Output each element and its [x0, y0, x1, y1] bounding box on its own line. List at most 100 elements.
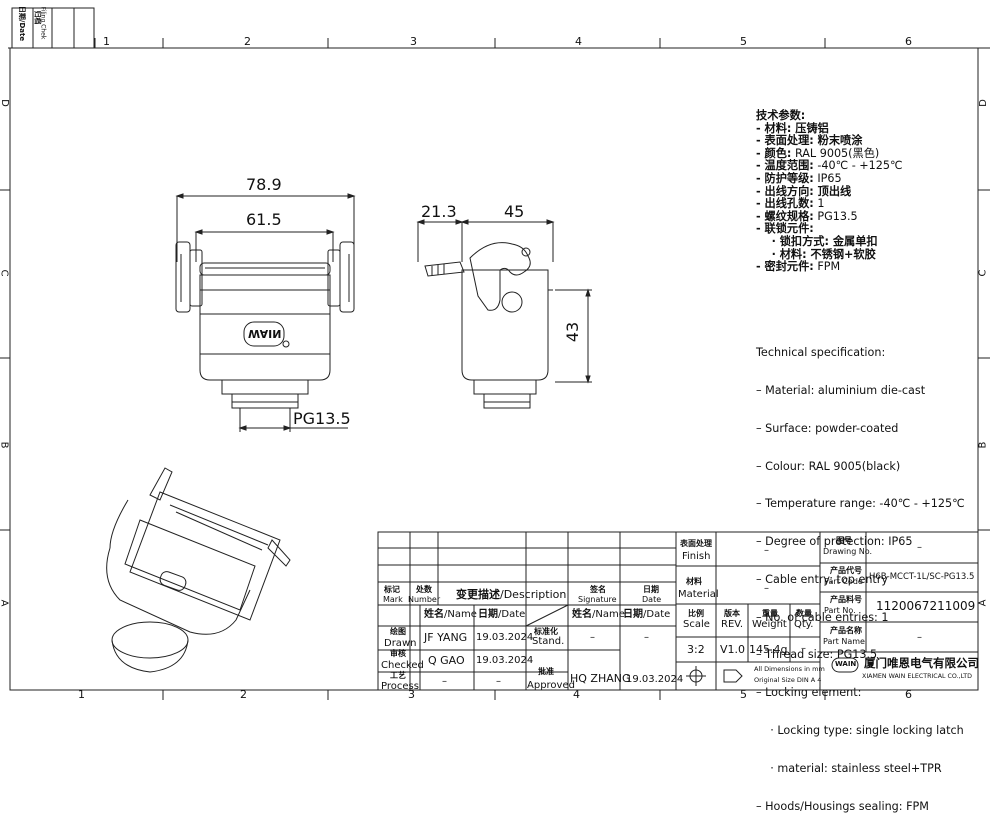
tb-material-value: – [764, 583, 769, 594]
tb-approved-date: 19.03.2024 [626, 674, 684, 685]
spec-en-row: Technical specification: [756, 346, 886, 360]
tb-company-cn: 厦门唯恩电气有限公司 [864, 656, 979, 670]
col-label-2: 2 [244, 35, 251, 48]
tb-drawn-en: Drawn [384, 638, 417, 649]
col-label-2-bottom: 2 [240, 688, 247, 701]
tb-rev-value: V1.0 [720, 643, 746, 656]
tb-approved-cn: 批准 [538, 667, 554, 676]
tb-checked-name: Q GAO [428, 654, 465, 667]
tb-stand-cn: 标准化 [534, 627, 558, 636]
spec-cn-row: - 材料: 压铸铝 [756, 121, 829, 135]
tb-scale-cn: 比例 [688, 609, 704, 618]
tb-date-en: Date [642, 595, 662, 604]
tb-qty-cn: 数量 [796, 609, 812, 618]
tb-checked-date: 19.03.2024 [476, 655, 534, 666]
tb-scale-value: 3:2 [687, 643, 705, 656]
spec-en-row: · Locking type: single locking latch [756, 724, 964, 737]
dim-side-offset: 21.3 [421, 202, 457, 221]
tb-scale-en: Scale [683, 619, 710, 630]
col-label-5-bottom: 5 [740, 688, 747, 701]
tb-product-code-value: H6B-MCCT-1L/SC-PG13.5 [869, 572, 975, 582]
tb-drawn-name: JF YANG [424, 631, 468, 644]
company-logo: WAIN [835, 660, 857, 668]
col-label-3-bottom: 3 [408, 688, 415, 701]
tb-part-no-en: Part No. [824, 606, 856, 615]
col-label-3: 3 [410, 35, 417, 48]
tb-checked-en: Checked [381, 660, 424, 671]
title-block-grid [377, 531, 979, 691]
tb-company-en: XIAMEN WAIN ELECTRICAL CO.,LTD [862, 673, 972, 680]
col-label-6: 6 [905, 35, 912, 48]
col-label-5: 5 [740, 35, 747, 48]
tb-weight-cn: 重量 [762, 609, 778, 618]
tb-process-date: – [496, 676, 501, 687]
spec-en-row: – Temperature range: -40℃ - +125℃ [756, 497, 965, 511]
tb-process-cn: 工艺 [390, 671, 406, 680]
tb-mark-cn: 标记 [384, 585, 400, 594]
dim-front-outer-width: 78.9 [246, 175, 282, 194]
specs-cn-block: 技术参数: - 材料: 压铸铝 - 表面处理: 粉末喷涂 - 颜色: RAL 9… [756, 109, 903, 274]
tb-dims-note-1: All Dimensions in mm [754, 665, 825, 673]
spec-en-row: – Degree of protection: IP65 [756, 535, 913, 549]
col-label-1-bottom: 1 [78, 688, 85, 701]
tb-name-header: 姓名/Name [424, 609, 477, 620]
tb-date-header-2: 日期/Date [623, 609, 671, 620]
tb-name-header-2: 姓名/Name [572, 609, 625, 620]
spec-cn-row: 技术参数: [756, 109, 806, 122]
tb-product-code-en: Part Code [824, 577, 863, 586]
spec-cn-row: - 出线孔数: 1 [756, 197, 825, 211]
dim-front-thread: PG13.5 [293, 409, 351, 428]
tb-date-cn: 日期 [643, 585, 659, 594]
tb-qty-en: Qty. [794, 619, 814, 630]
spec-cn-row: - 密封元件: FPM [756, 260, 841, 274]
tb-rev-en: REV. [721, 619, 743, 630]
tb-part-name-en: Part Name [823, 637, 865, 646]
tb-dims-note-2: Original Size DIN A 4 [754, 676, 822, 684]
tb-signature-cn: 签名 [590, 585, 606, 594]
tb-number-cn: 处数 [416, 585, 432, 594]
tb-finish-en: Finish [682, 551, 711, 562]
spec-cn-row: - 联锁元件: [756, 222, 814, 236]
tb-part-name-value: – [917, 632, 922, 643]
tb-rev-cn: 版本 [724, 609, 740, 618]
side-view-drawing [416, 219, 592, 409]
spec-cn-row: - 螺纹规格: PG13.5 [756, 209, 858, 223]
tb-desc: 变更描述/Description [456, 588, 567, 601]
front-view-drawing [175, 193, 356, 432]
tb-qty-value: – [801, 643, 806, 654]
dim-side-depth: 45 [504, 202, 525, 221]
tb-date-header: 日期/Date [478, 609, 526, 620]
tb-finish-value: – [764, 545, 769, 556]
tb-part-name-cn: 产品名称 [830, 626, 862, 635]
spec-cn-row: - 温度范围: -40℃ - +125℃ [756, 159, 903, 173]
spec-en-row: – Colour: RAL 9005(black) [756, 459, 901, 473]
col-label-4: 4 [575, 35, 582, 48]
spec-en-row: – Surface: powder-coated [756, 421, 899, 435]
tb-process-name: – [442, 676, 447, 687]
tb-part-no-cn: 产品料号 [830, 595, 862, 604]
tb-checked-cn: 审核 [390, 649, 406, 658]
tb-material-en: Material [678, 589, 719, 600]
tb-approved-name: HQ ZHANG [570, 672, 631, 685]
spec-cn-row: - 防护等级: IP65 [756, 171, 842, 185]
tb-weight-value: 145.4g [749, 643, 788, 656]
isometric-view-drawing [106, 467, 291, 673]
tb-mark-en: Mark [383, 595, 403, 604]
tb-finish-cn: 表面处理 [680, 539, 712, 548]
tb-drawing-no-en: Drawing No. [823, 547, 873, 556]
spec-en-row: · material: stainless steel+TPR [756, 761, 942, 775]
spec-cn-row: - 出线方向: 顶出线 [756, 184, 852, 198]
tb-drawn-cn: 绘图 [390, 627, 406, 636]
tb-part-no-value: 1120067211009 [876, 599, 976, 613]
tb-signature-en: Signature [578, 595, 617, 604]
spec-en-row: – Hoods/Housings sealing: FPM [756, 799, 929, 813]
tb-material-cn: 材料 [686, 577, 702, 586]
col-label-4-bottom: 4 [573, 688, 580, 701]
spec-en-row: – No. of cable entries: 1 [756, 610, 889, 624]
spec-en-row: – Material: aluminium die-cast [756, 383, 926, 397]
col-label-1: 1 [103, 35, 110, 48]
tb-number-en: Number [408, 595, 441, 604]
col-label-6-bottom: 6 [905, 688, 912, 701]
spec-cn-row: · 锁扣方式: 金属单扣 [756, 234, 878, 248]
spec-cn-row: · 材料: 不锈钢+软胶 [756, 247, 876, 261]
